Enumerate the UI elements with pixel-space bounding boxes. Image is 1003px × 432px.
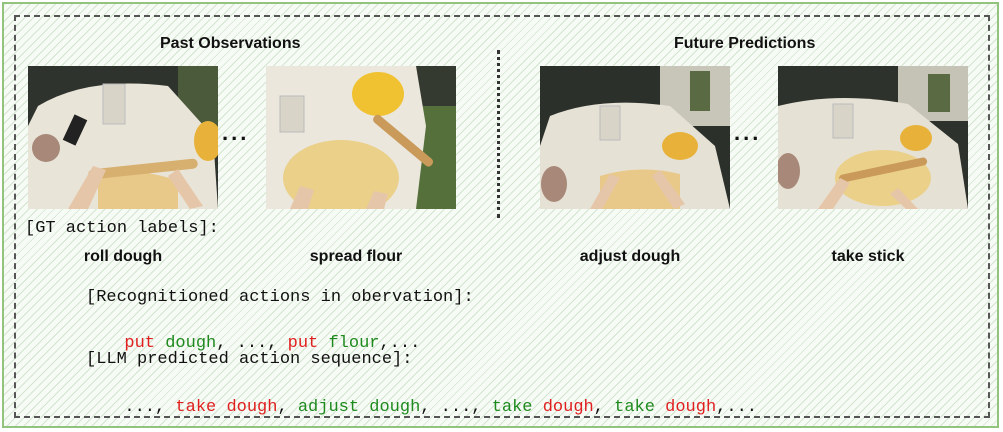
frame-label-spread-flour: spread flour	[309, 248, 403, 265]
token: take	[614, 398, 655, 417]
recognized-actions-sequence: put dough, ..., put flour,...	[104, 315, 420, 353]
token: dough	[226, 398, 278, 417]
token: take	[175, 398, 217, 417]
frame-image-adjust-dough	[540, 66, 730, 209]
recognized-actions-title: [Recognitioned actions in obervation]:	[86, 288, 474, 307]
past-observations-header: Past Observations	[160, 35, 301, 52]
token: put	[124, 334, 156, 353]
token: dough	[665, 398, 717, 417]
gt-labels-title: [GT action labels]:	[25, 219, 219, 238]
token: take	[491, 398, 533, 417]
token	[533, 398, 543, 417]
token: , ...,	[420, 398, 492, 417]
token	[655, 398, 665, 417]
frame-image-spread-flour	[266, 66, 456, 209]
frame-image-roll-dough	[28, 66, 218, 209]
token: ,...	[716, 398, 757, 417]
llm-predicted-title: [LLM predicted action sequence]:	[86, 350, 413, 369]
frame-label-take-stick: take stick	[831, 248, 905, 265]
token	[216, 398, 226, 417]
token: ...,	[124, 398, 176, 417]
past-ellipsis: ...	[222, 120, 250, 145]
token: ,	[593, 398, 615, 417]
token: adjust dough	[297, 398, 421, 417]
token: , ...,	[216, 334, 288, 353]
token: dough	[165, 334, 217, 353]
token: dough	[542, 398, 594, 417]
frame-image-take-stick	[778, 66, 968, 209]
token: ,	[277, 398, 298, 417]
token: ,...	[379, 334, 421, 353]
future-ellipsis: ...	[734, 120, 762, 145]
token: flour	[328, 334, 380, 353]
llm-predicted-sequence: ..., take dough, adjust dough, ..., take…	[104, 379, 757, 417]
past-future-divider	[497, 50, 500, 218]
future-predictions-header: Future Predictions	[674, 35, 816, 52]
frame-label-roll-dough: roll dough	[83, 248, 163, 265]
frame-label-adjust-dough: adjust dough	[579, 248, 681, 265]
token: put	[287, 334, 319, 353]
dashed-border	[14, 15, 990, 418]
